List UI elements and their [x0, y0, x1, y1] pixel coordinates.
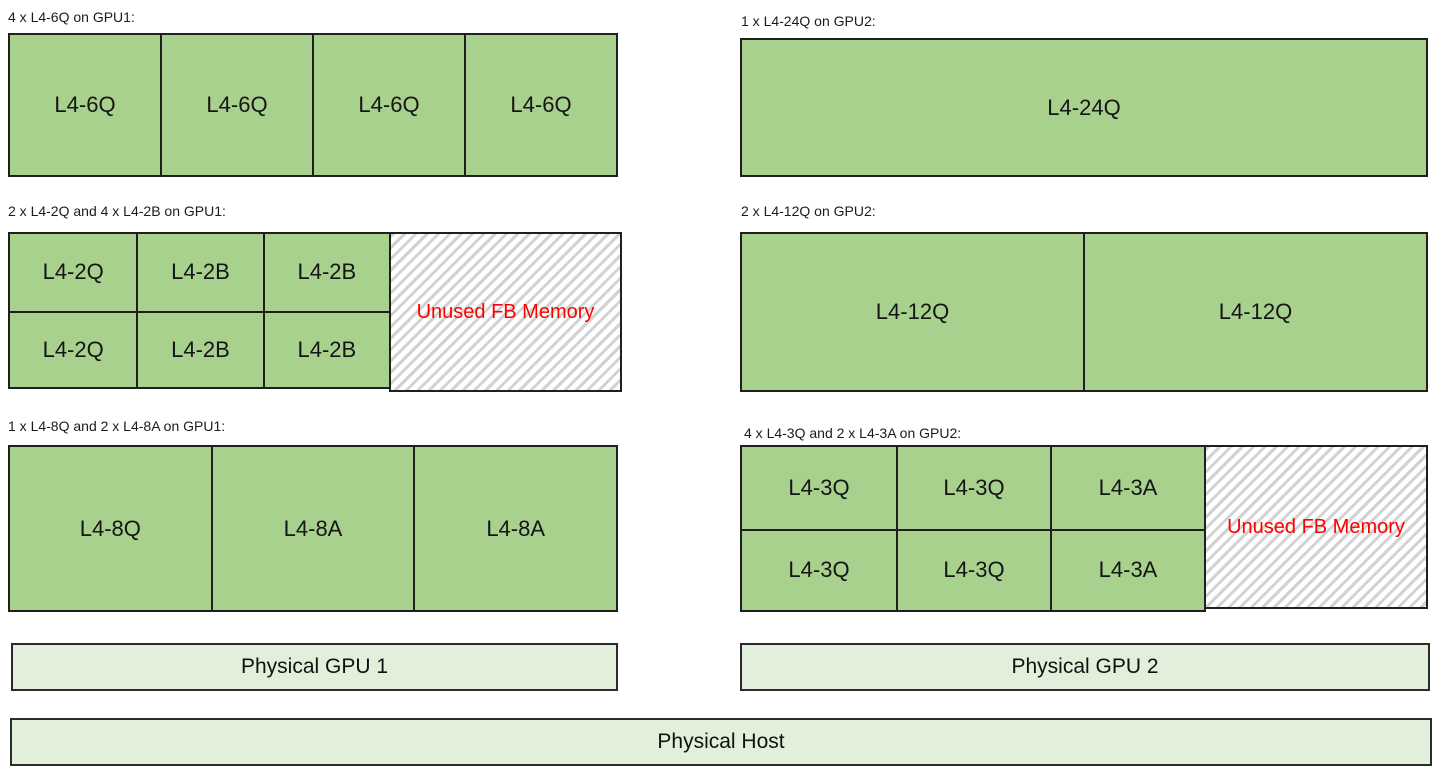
- vgpu-cell: L4-3Q: [742, 528, 896, 611]
- vgpu-cell: L4-2B: [262, 234, 389, 311]
- vgpu-cell: L4-12Q: [875, 299, 950, 324]
- unused-fb-memory-label: Unused FB Memory: [416, 300, 595, 323]
- gpu1-group2-label: 2 x L4-2Q and 4 x L4-2B on GPU1:: [8, 203, 226, 219]
- vgpu-cell: L4-3A: [1050, 528, 1204, 610]
- vgpu-cell: L4-2B: [136, 310, 263, 387]
- vgpu-cell: L4-6Q: [54, 92, 116, 117]
- vgpu-cell: L4-24Q: [1047, 94, 1121, 120]
- vgpu-cell: L4-6Q: [464, 35, 616, 175]
- vgpu-cell: L4-3Q: [896, 528, 1050, 610]
- gpu1-group3-row: L4-8Q L4-8A L4-8A: [8, 445, 618, 612]
- vgpu-cell: L4-12Q: [1083, 234, 1426, 390]
- unused-fb-memory-label: Unused FB Memory: [1227, 515, 1405, 538]
- gpu1-group1-label: 4 x L4-6Q on GPU1:: [8, 9, 135, 25]
- physical-gpu1-bar: Physical GPU 1: [11, 643, 618, 691]
- vgpu-cell: L4-3Q: [896, 447, 1050, 529]
- vgpu-cell: L4-6Q: [312, 35, 464, 175]
- gpu1-group3-label: 1 x L4-8Q and 2 x L4-8A on GPU1:: [8, 418, 226, 434]
- vgpu-cell: L4-2B: [262, 310, 389, 387]
- vgpu-cell: L4-2Q: [10, 310, 137, 388]
- gpu1-group2-grid: L4-2Q L4-2B L4-2B L4-2Q L4-2B L4-2B: [8, 232, 391, 389]
- gpu1-group1-row: L4-6Q L4-6Q L4-6Q L4-6Q: [8, 33, 618, 177]
- gpu1-group2-row: L4-2Q L4-2B L4-2B L4-2Q L4-2B L4-2B Unus…: [8, 232, 622, 392]
- gpu2-group2-label: 2 x L4-12Q on GPU2:: [741, 203, 876, 219]
- vgpu-cell: L4-8A: [210, 447, 414, 610]
- vgpu-cell: L4-8Q: [79, 515, 141, 541]
- unused-fb-memory-region: Unused FB Memory: [1204, 445, 1428, 609]
- vgpu-cell: L4-8A: [413, 447, 616, 610]
- physical-host-bar: Physical Host: [10, 718, 1432, 766]
- vgpu-cell: L4-2B: [136, 234, 262, 311]
- gpu2-group1-label: 1 x L4-24Q on GPU2:: [741, 13, 876, 29]
- vgpu-cell: L4-3Q: [788, 474, 850, 500]
- physical-gpu2-bar: Physical GPU 2: [740, 643, 1430, 691]
- gpu2-group3-label: 4 x L4-3Q and 2 x L4-3A on GPU2:: [744, 425, 962, 441]
- unused-fb-memory-region: Unused FB Memory: [389, 232, 622, 392]
- vgpu-cell: L4-2Q: [42, 259, 104, 285]
- vgpu-cell: L4-6Q: [160, 35, 312, 175]
- gpu2-group1-row: L4-24Q: [740, 38, 1428, 177]
- gpu2-group3-row: L4-3Q L4-3Q L4-3A L4-3Q L4-3Q L4-3A Unus…: [740, 445, 1428, 612]
- gpu2-group2-row: L4-12Q L4-12Q: [740, 232, 1428, 392]
- vgpu-cell: L4-3A: [1050, 447, 1204, 529]
- gpu2-group3-grid: L4-3Q L4-3Q L4-3A L4-3Q L4-3Q L4-3A: [740, 445, 1206, 612]
